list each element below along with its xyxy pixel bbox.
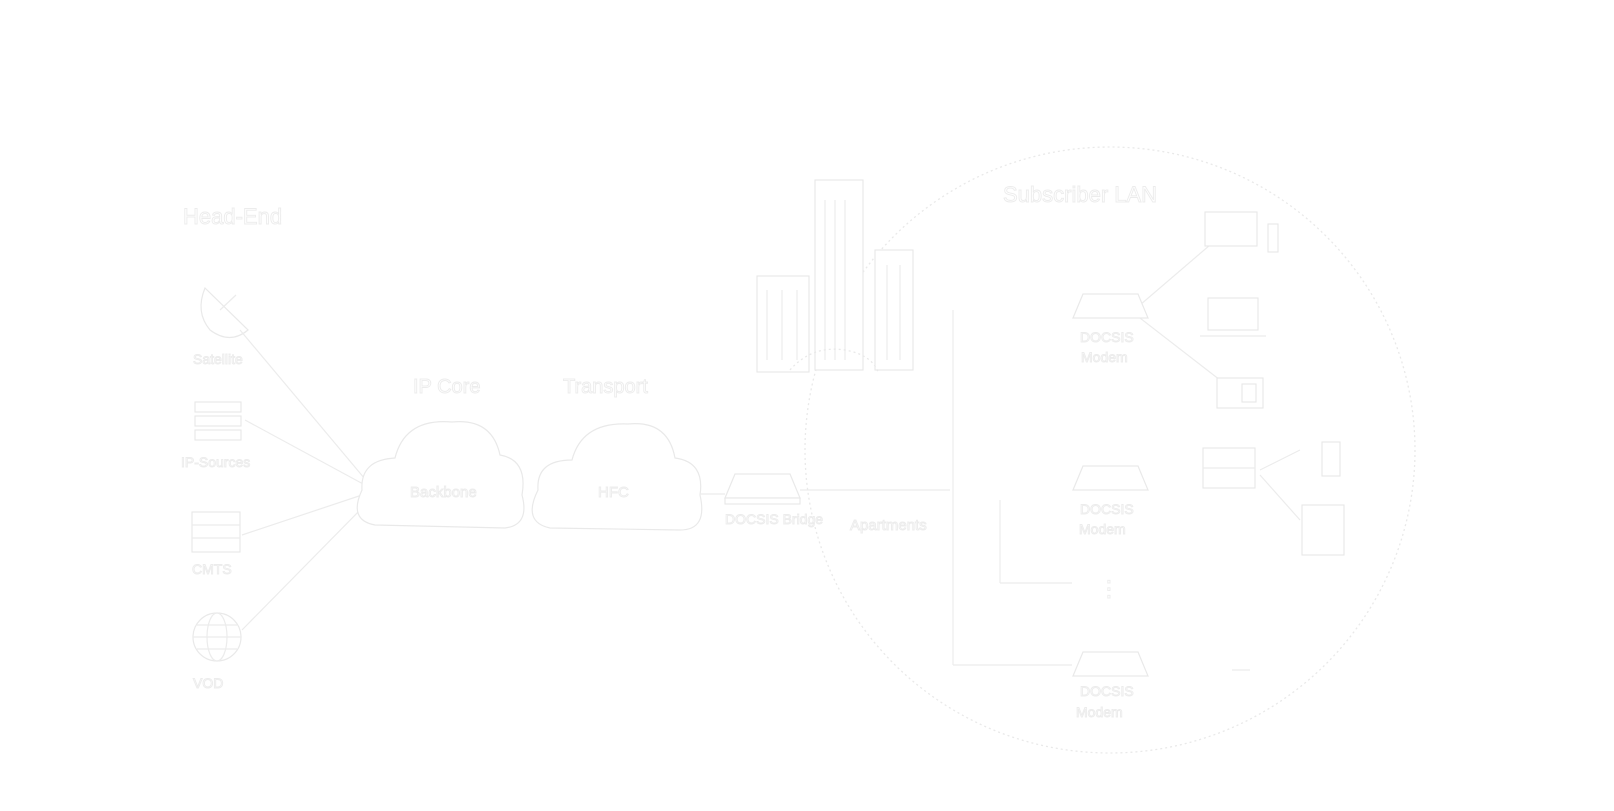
premises-title: Subscriber LAN — [1003, 182, 1157, 207]
source-label-satellite: Satellite — [193, 351, 243, 367]
server-rack-icon — [194, 401, 242, 441]
more-modems-ellipsis: ⋮ — [1098, 576, 1120, 601]
modem-label-line1: DOCSIS — [1080, 329, 1134, 345]
hfc-cloud-icon — [531, 423, 703, 531]
source-label-cmts: CMTS — [192, 561, 232, 577]
modem-label-line2: Modem — [1081, 349, 1128, 365]
ip-cloud-icon — [356, 421, 525, 529]
globe-icon — [192, 612, 242, 662]
phone-icon — [1216, 377, 1264, 409]
modem-icon — [1072, 465, 1149, 491]
modem-icon — [1072, 293, 1149, 319]
server-icon — [191, 511, 241, 553]
ip-core-label: IP Core — [413, 376, 480, 398]
hfc-links — [700, 244, 1301, 666]
headend-title: Head-End — [183, 204, 282, 229]
modem-label-line2: Modem — [1076, 704, 1123, 720]
building-cloud-icon — [789, 348, 879, 373]
source-label-ip: IP-Sources — [181, 454, 250, 470]
source-label-vod: VOD — [193, 675, 223, 691]
apartment-building-icon — [756, 179, 914, 373]
bridge-device-icon — [724, 473, 801, 505]
desktop-computer-icon — [1204, 211, 1279, 253]
satellite-dish-icon — [200, 286, 249, 339]
switch-icon — [1202, 447, 1256, 489]
modem-label-line1: DOCSIS — [1080, 501, 1134, 517]
bridge-label: DOCSIS Bridge — [725, 511, 823, 527]
building-label: Apartments — [850, 517, 927, 534]
tablet-icon — [1321, 441, 1341, 477]
modem-label-line2: Modem — [1079, 521, 1126, 537]
modem-label-line1: DOCSIS — [1080, 683, 1134, 699]
monitor-icon — [1301, 504, 1345, 556]
hfc-network-label: Transport — [563, 376, 648, 398]
source-links — [239, 329, 371, 631]
modem-icon — [1072, 651, 1149, 677]
hfc-cloud-label: HFC — [598, 484, 629, 501]
premises-boundary — [804, 146, 1416, 754]
laptop-icon — [1200, 297, 1266, 337]
ip-cloud-label: Backbone — [410, 484, 477, 501]
